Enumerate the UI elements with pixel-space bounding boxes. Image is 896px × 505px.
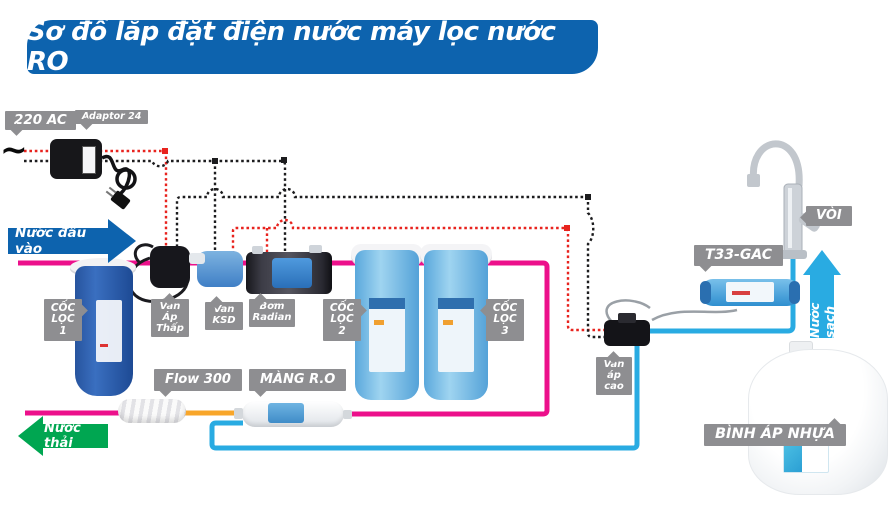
flow-restrictor-photo	[118, 399, 186, 423]
ksd-valve-photo	[189, 251, 243, 287]
wire-node	[281, 157, 287, 163]
waste-water-label: Nước thải	[44, 421, 81, 451]
ro-membrane-photo	[234, 401, 352, 427]
clean-water-arrow: Nước sạch	[803, 250, 841, 338]
adaptor-cord-loop	[115, 168, 137, 190]
pipe-feed-main	[18, 260, 550, 417]
page-title: Sơ đồ lắp đặt điện nước máy lọc nước RO	[27, 17, 556, 77]
label-t33-gac: T33-GAC	[694, 245, 784, 267]
label-mang-ro: MÀNG R.O	[249, 369, 347, 392]
filter2-sticker	[369, 298, 405, 372]
label-flow-300: Flow 300	[154, 369, 242, 392]
high-pressure-valve-photo	[604, 313, 650, 346]
title-banner: Sơ đồ lắp đặt điện nước máy lọc nước RO	[27, 17, 598, 77]
filter2-housing-photo	[355, 250, 419, 400]
clean-water-label: Nước sạch	[807, 302, 837, 338]
label-coc-loc-3: CỐC LỌC 3	[486, 299, 524, 341]
faucet-base	[779, 250, 807, 259]
wire-node	[162, 148, 168, 154]
label-220ac: 220 AC	[5, 111, 76, 130]
low-pressure-valve-photo	[150, 246, 190, 288]
pressure-tank-photo	[748, 349, 888, 495]
label-coc-loc-2: CỐC LỌC 2	[323, 299, 361, 341]
filter3-sticker	[438, 298, 474, 372]
wire-black-adaptor-to-pump	[24, 159, 287, 253]
highpressure-valve-wires	[605, 299, 738, 323]
wire-node	[585, 194, 591, 200]
pipe-to-faucet	[645, 256, 796, 334]
faucet-highlight	[788, 188, 792, 248]
radian-pump-photo	[246, 245, 332, 294]
pressure-tank-label	[783, 441, 829, 473]
ac-symbol: ~	[0, 130, 28, 169]
filter1-sticker	[96, 300, 122, 362]
label-bom-radian: Bơm Radian	[249, 299, 295, 327]
label-binh-ap-nhua: BÌNH ÁP NHỰA	[704, 424, 846, 446]
wire-node	[212, 158, 218, 164]
pipe-permeate	[209, 336, 640, 451]
label-adaptor-24: Adaptor 24	[75, 110, 149, 125]
wire-red-bus	[231, 218, 612, 332]
label-voi: VÒI	[806, 206, 852, 227]
t33-gac-filter-photo	[700, 279, 800, 306]
waste-water-arrow: Nước thải	[18, 416, 108, 456]
label-van-ap-cao: Van áp cao	[596, 357, 632, 396]
faucet-gooseneck	[749, 140, 803, 187]
label-van-ksd: Van KSD	[205, 302, 243, 330]
wire-black-bus-to-highpressure	[175, 187, 610, 339]
inlet-water-label: Nước đầu vào	[15, 225, 87, 257]
power-adaptor-photo	[50, 139, 102, 179]
inlet-water-arrow: Nước đầu vào	[8, 219, 136, 263]
filter3-housing-photo	[424, 250, 488, 400]
wire-node	[564, 225, 570, 231]
label-van-ap-thap: Van Áp Thấp	[151, 299, 189, 338]
label-coc-loc-1: CỐC LỌC 1	[44, 299, 82, 341]
faucet-spout	[747, 174, 760, 187]
